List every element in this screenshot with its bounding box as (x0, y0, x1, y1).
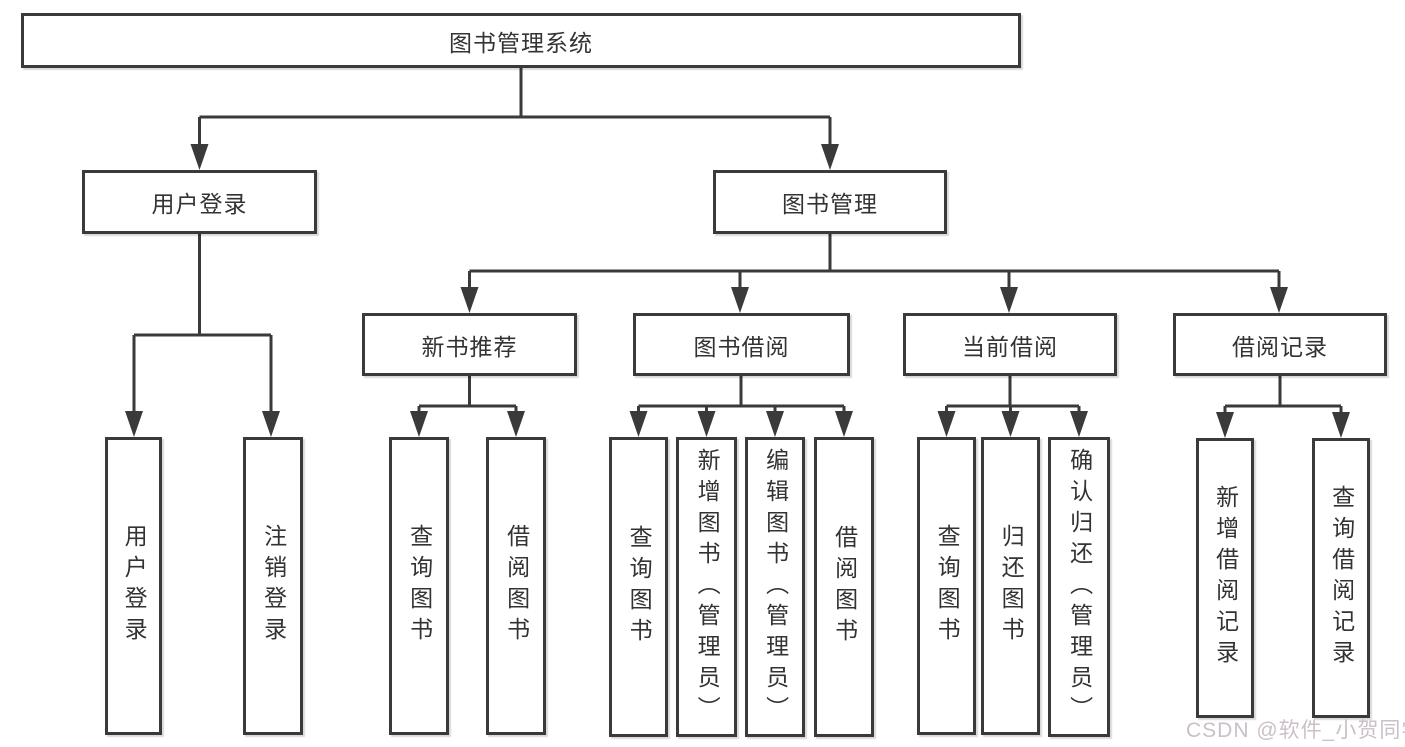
leaf-node-query-book: 查询图书 (389, 437, 449, 735)
leaf-node-return-book: 归还图书 (981, 437, 1040, 735)
arrowhead (507, 411, 525, 437)
branch-node-label: 用户登录 (151, 191, 248, 217)
leaf-node-label: 新增图书（管理员） (694, 447, 721, 727)
root-node-system: 图书管理系统 (21, 13, 1021, 68)
leaf-node-edit-book-admin: 编辑图书（管理员） (745, 437, 805, 737)
leaf-node-label: 注销登录 (260, 524, 287, 648)
root-node-label: 图书管理系统 (449, 29, 593, 56)
arrowhead (937, 411, 956, 437)
leaf-node-label: 归还图书 (998, 524, 1025, 648)
leaf-node-label: 编辑图书（管理员） (762, 447, 789, 727)
branch-node-label: 图书管理 (782, 191, 878, 217)
leaf-node-add-book-admin: 新增图书（管理员） (676, 437, 737, 737)
connector-newrec-to-leaves (410, 374, 525, 437)
arrowhead (1001, 411, 1020, 437)
arrowhead (1216, 412, 1234, 438)
connector-login-to-leaves (125, 232, 280, 437)
leaf-node-label: 查询图书 (934, 524, 961, 648)
arrowhead (190, 144, 209, 170)
arrowhead (731, 287, 749, 313)
leaf-node-query-borrow-record: 查询借阅记录 (1312, 438, 1370, 718)
arrowhead (1270, 287, 1288, 313)
branch-node-label: 图书借阅 (693, 333, 790, 360)
arrowhead (410, 411, 428, 437)
branch-node-user-login: 用户登录 (82, 170, 317, 234)
arrowhead (835, 411, 853, 437)
arrowhead (766, 411, 784, 437)
leaf-node-label: 新增借阅记录 (1212, 485, 1239, 671)
leaf-node-label: 借阅图书 (503, 524, 530, 648)
arrowhead (697, 411, 716, 437)
arrowhead (262, 411, 280, 437)
arrowhead (460, 287, 479, 313)
connector-current-to-leaves (937, 374, 1088, 437)
connector-root-to-level2 (190, 66, 839, 170)
leaf-node-confirm-return-admin: 确认归还（管理员） (1048, 437, 1110, 737)
leaf-node-borrow-book: 借阅图书 (486, 437, 546, 735)
leaf-node-label: 借阅图书 (831, 525, 858, 649)
branch-node-new-book-recommend: 新书推荐 (362, 313, 577, 376)
connector-records-to-leaves (1216, 374, 1350, 438)
csdn-watermark: CSDN @软件_小贺同学 (1186, 719, 1405, 742)
arrowhead (1332, 412, 1350, 438)
branch-node-borrow-records: 借阅记录 (1173, 313, 1387, 376)
leaf-node-label: 查询图书 (626, 525, 653, 649)
branch-node-label: 借阅记录 (1232, 333, 1328, 360)
branch-node-book-management: 图书管理 (713, 170, 947, 234)
leaf-node-logout: 注销登录 (243, 437, 303, 735)
branch-node-current-borrow: 当前借阅 (903, 313, 1117, 376)
leaf-node-user-login: 用户登录 (105, 437, 162, 735)
leaf-node-add-borrow-record: 新增借阅记录 (1196, 438, 1254, 718)
connector-borrow-to-leaves (629, 374, 853, 437)
leaf-node-query-book: 查询图书 (609, 437, 668, 737)
leaf-node-label: 查询借阅记录 (1328, 485, 1355, 671)
arrowhead (821, 144, 839, 170)
leaf-node-borrow-book: 借阅图书 (814, 437, 874, 737)
leaf-node-label: 查询图书 (406, 524, 433, 648)
arrowhead (1000, 287, 1018, 313)
branch-node-book-borrow: 图书借阅 (633, 313, 850, 376)
branch-node-label: 新书推荐 (421, 333, 518, 360)
leaf-node-query-book: 查询图书 (917, 437, 976, 735)
arrowhead (629, 411, 648, 437)
branch-node-label: 当前借阅 (962, 333, 1058, 360)
leaf-node-label: 确认归还（管理员） (1066, 447, 1093, 727)
arrowhead (125, 411, 143, 437)
connector-books-to-level3 (460, 232, 1288, 313)
leaf-node-label: 用户登录 (121, 524, 148, 648)
arrowhead (1070, 411, 1088, 437)
